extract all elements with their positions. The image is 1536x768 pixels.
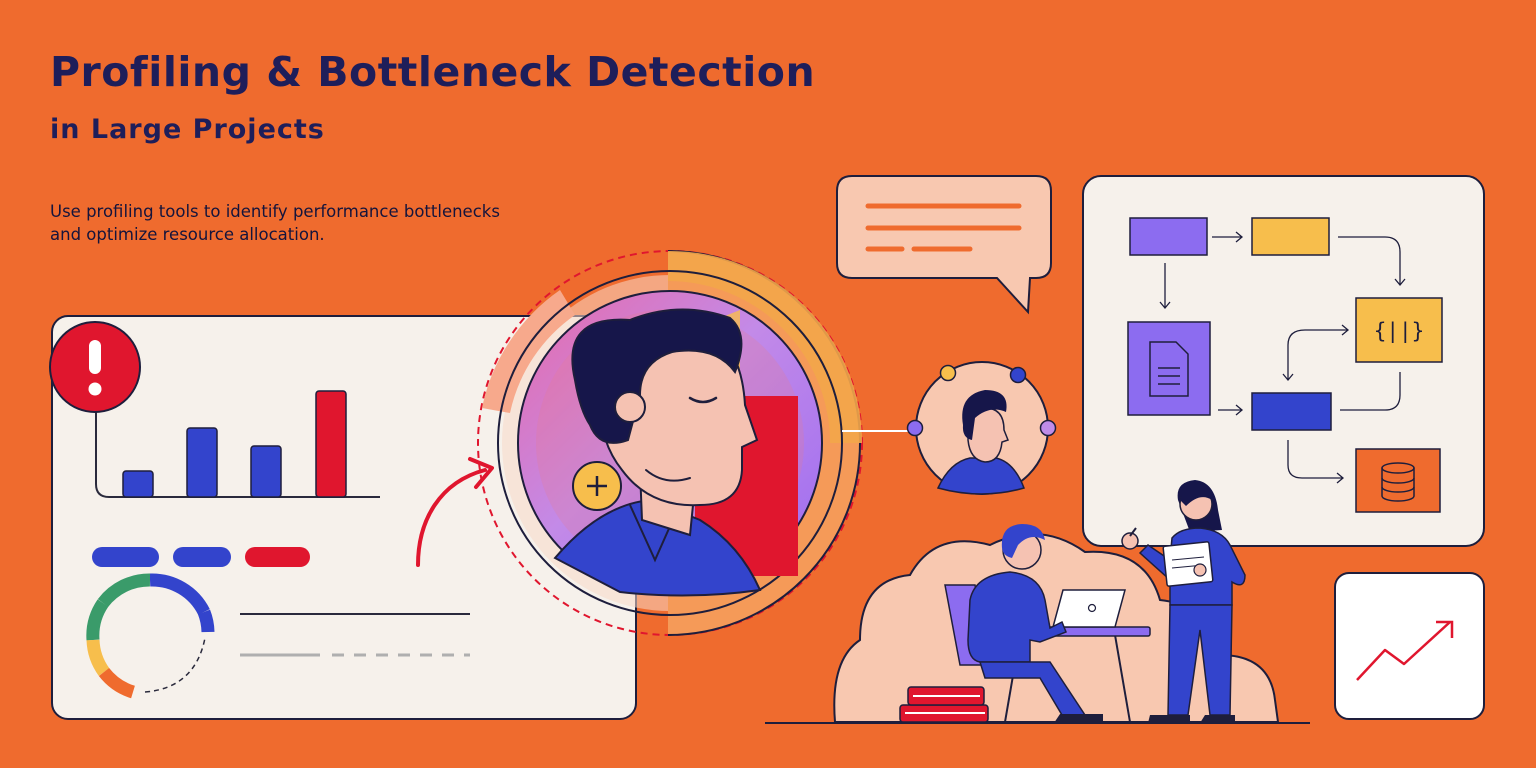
trend-card [1334, 572, 1485, 720]
flow-node [1251, 217, 1330, 256]
laptop-icon [1052, 589, 1126, 628]
chart-bar [122, 470, 154, 498]
workspace-scene [765, 480, 1310, 724]
donut-gauge [86, 573, 215, 699]
flow-node [1129, 217, 1208, 256]
text-lines [240, 613, 470, 657]
flow-arrows [1159, 231, 1406, 484]
code-icon: {||} [1355, 297, 1443, 363]
page-subtitle: in Large Projects [50, 114, 325, 145]
dashboard-card [51, 315, 637, 720]
books-icon [899, 686, 989, 723]
speech-bubble [836, 175, 1052, 315]
database-icon [1355, 448, 1441, 513]
document-icon [1127, 321, 1211, 416]
flowchart-card: {||} [1082, 175, 1485, 547]
chart-bar-highlight [315, 390, 347, 498]
svg-text:{||}: {||} [1374, 319, 1425, 344]
trend-up-icon [1356, 620, 1454, 681]
plus-icon [572, 461, 622, 511]
avatar [906, 361, 1057, 495]
chart-bar [186, 427, 218, 498]
person-seated [967, 524, 1103, 723]
page-description: Use profiling tools to identify performa… [50, 202, 500, 244]
alert-icon [49, 321, 141, 413]
flow-node [1251, 392, 1332, 431]
profile-portrait [477, 250, 863, 636]
bar-chart [95, 390, 380, 498]
chart-bar [250, 445, 282, 498]
notepad-icon [1162, 541, 1214, 587]
status-pills [92, 547, 310, 567]
page-title: Profiling & Bottleneck Detection [50, 48, 816, 96]
person-standing [1121, 480, 1246, 723]
